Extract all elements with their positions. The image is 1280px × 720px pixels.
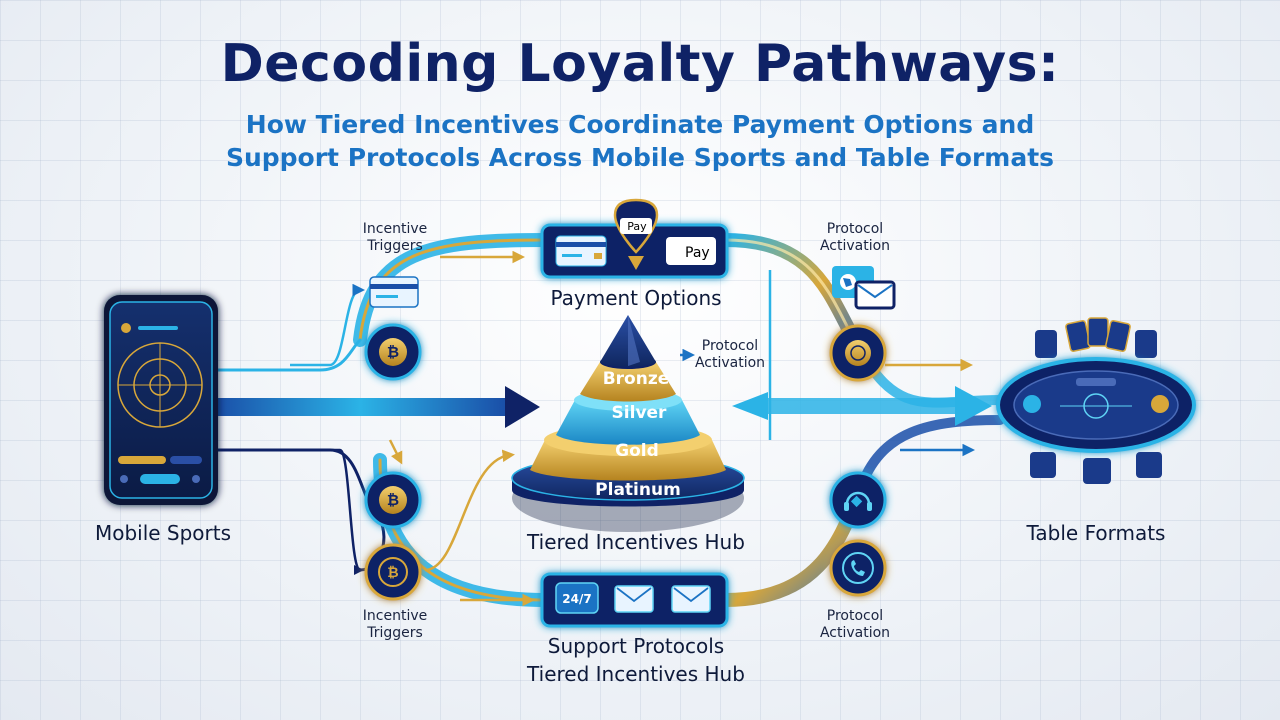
bitcoin-coin-icon: ₿ [364, 323, 422, 381]
envelope-icon [614, 585, 654, 613]
svg-text:₿: ₿ [387, 565, 398, 581]
hours-247-text: 24/7 [562, 592, 591, 606]
svg-text:₿: ₿ [387, 343, 399, 361]
arrow-to-card [290, 283, 365, 367]
protocol-activation-icons [832, 266, 896, 310]
payment-options-panel: Pay Pay [540, 198, 729, 279]
tier-labels: Bronze Silver Gold Platinum [595, 369, 681, 500]
bitcoin-coin-icon: ₿ [364, 471, 422, 529]
tube-top-arc-inner [358, 238, 547, 342]
support-protocols-panel: 24/7 [540, 572, 729, 628]
label-tiered-incentives-hub: Tiered Incentives Hub [527, 530, 745, 554]
tier-label-bronze: Bronze [603, 369, 670, 389]
tier-label-gold: Gold [615, 441, 659, 461]
tier-pyramid [511, 315, 745, 532]
tier-label-platinum: Platinum [595, 480, 681, 500]
pin-pay-badge: Pay [613, 198, 659, 270]
tier-label-silver: Silver [612, 403, 668, 423]
envelope-icon [854, 280, 896, 310]
credit-card-icon [555, 235, 607, 267]
tube-left-lower [213, 448, 386, 572]
connector-arrows [290, 250, 975, 607]
main-arrow-right-shaft [760, 398, 960, 414]
tube-left-upper [213, 338, 362, 372]
bitcoin-coin-icon: ₿ [364, 543, 422, 601]
envelope-icon [671, 585, 711, 613]
smartphone-icon [104, 295, 218, 505]
main-arrows [215, 386, 992, 428]
coin-stack-icon [829, 324, 887, 382]
label-support-protocols: Support Protocols [547, 634, 725, 658]
main-arrow-left-head [505, 386, 540, 428]
label-protocol-activation-bottom: Protocol Activation [819, 608, 891, 641]
headset-icon [829, 471, 887, 529]
main-arrow-back-head [732, 392, 768, 420]
apple-pay-text: Pay [685, 245, 710, 261]
label-mobile-sports: Mobile Sports [94, 521, 232, 545]
svg-text:₿: ₿ [387, 491, 399, 509]
apple-pay-badge: Pay [666, 237, 716, 265]
subtitle-line-1: How Tiered Incentives Coordinate Payment… [245, 110, 1035, 139]
page-subtitle: How Tiered Incentives Coordinate Payment… [0, 108, 1280, 174]
label-support-hub: Tiered Incentives Hub [527, 662, 745, 686]
tube-right-lower [855, 415, 1005, 495]
main-arrow-left-shaft [215, 398, 505, 416]
main-arrow-right-head [955, 386, 992, 426]
label-protocol-activation-mid: Protocol Activation [694, 338, 766, 371]
credit-card-icon [369, 276, 419, 308]
subtitle-line-2: Support Protocols Across Mobile Sports a… [225, 143, 1055, 172]
arrow-bottom-left [300, 448, 364, 575]
phone-call-icon [829, 539, 887, 597]
arrow-down-mid [388, 439, 403, 465]
page-title: Decoding Loyalty Pathways: [220, 34, 1060, 94]
pin-pay-text: Pay [627, 220, 647, 233]
hours-247-badge: 24/7 [555, 582, 599, 614]
label-payment-options: Payment Options [550, 286, 722, 310]
label-incentive-triggers-top: Incentive Triggers [362, 221, 428, 254]
coin-nodes: ₿ ₿ ₿ [364, 323, 887, 601]
card-table-icon [996, 317, 1196, 484]
label-table-formats: Table Formats [1026, 521, 1166, 545]
arrow-to-pyramid [424, 449, 515, 572]
label-protocol-activation-top: Protocol Activation [819, 221, 891, 254]
label-incentive-triggers-bottom: Incentive Triggers [362, 608, 428, 641]
